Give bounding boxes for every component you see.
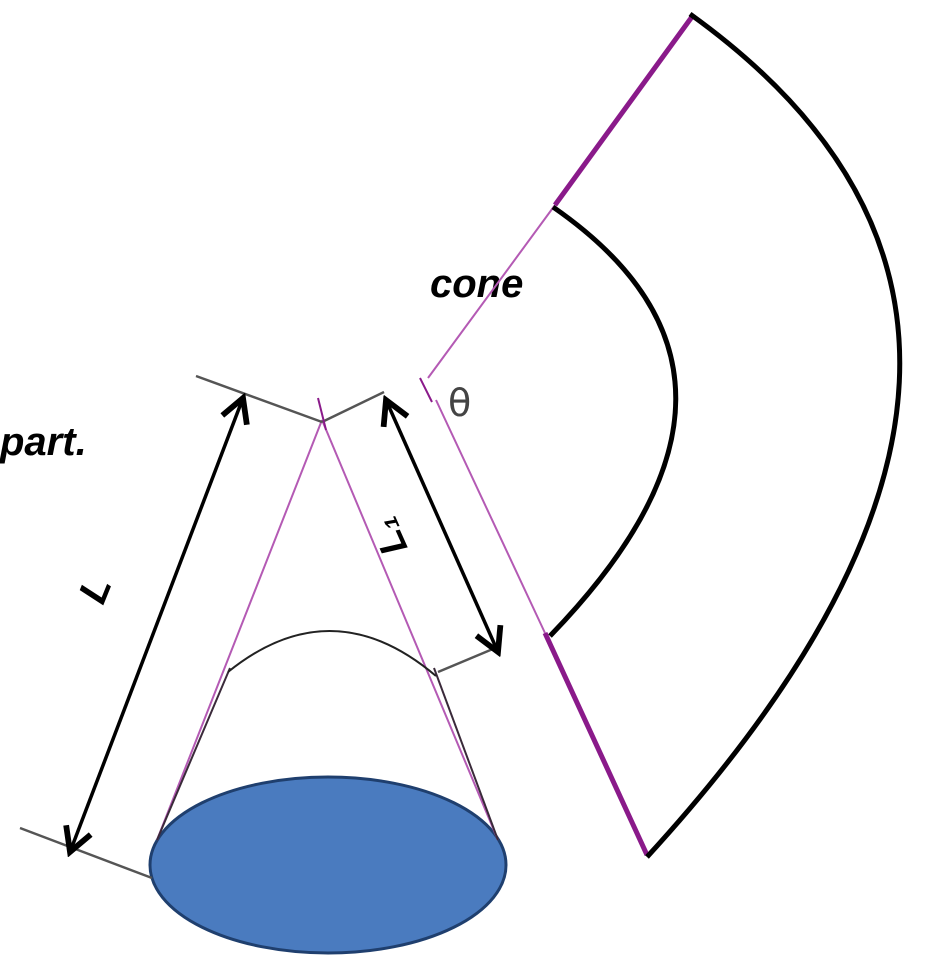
sector-lower-outer-edge (542, 631, 650, 857)
label-theta: θ (448, 381, 471, 425)
sector-upper-outer-edge (552, 12, 697, 207)
dimension-arrow-L (70, 398, 243, 852)
apex-extension-left (195, 374, 323, 424)
sector-upper-inner-edge (427, 204, 556, 379)
sector-outer-arc (645, 11, 903, 859)
apex-tick (317, 397, 327, 431)
base-extension-line (19, 826, 153, 880)
cone-base-ellipse (148, 775, 508, 955)
sector-apex-tick (419, 377, 433, 403)
dimension-arrow-L1 (386, 400, 498, 652)
label-L1: L₁ (363, 511, 416, 562)
apex-extension-right (321, 390, 385, 424)
label-L: L (71, 570, 121, 609)
frustum-top-arc (227, 630, 437, 677)
sector-inner-arc (548, 204, 679, 638)
frustum-right-side (433, 667, 499, 841)
sector-lower-inner-edge (435, 399, 546, 634)
frustum-extension-line (437, 644, 501, 674)
